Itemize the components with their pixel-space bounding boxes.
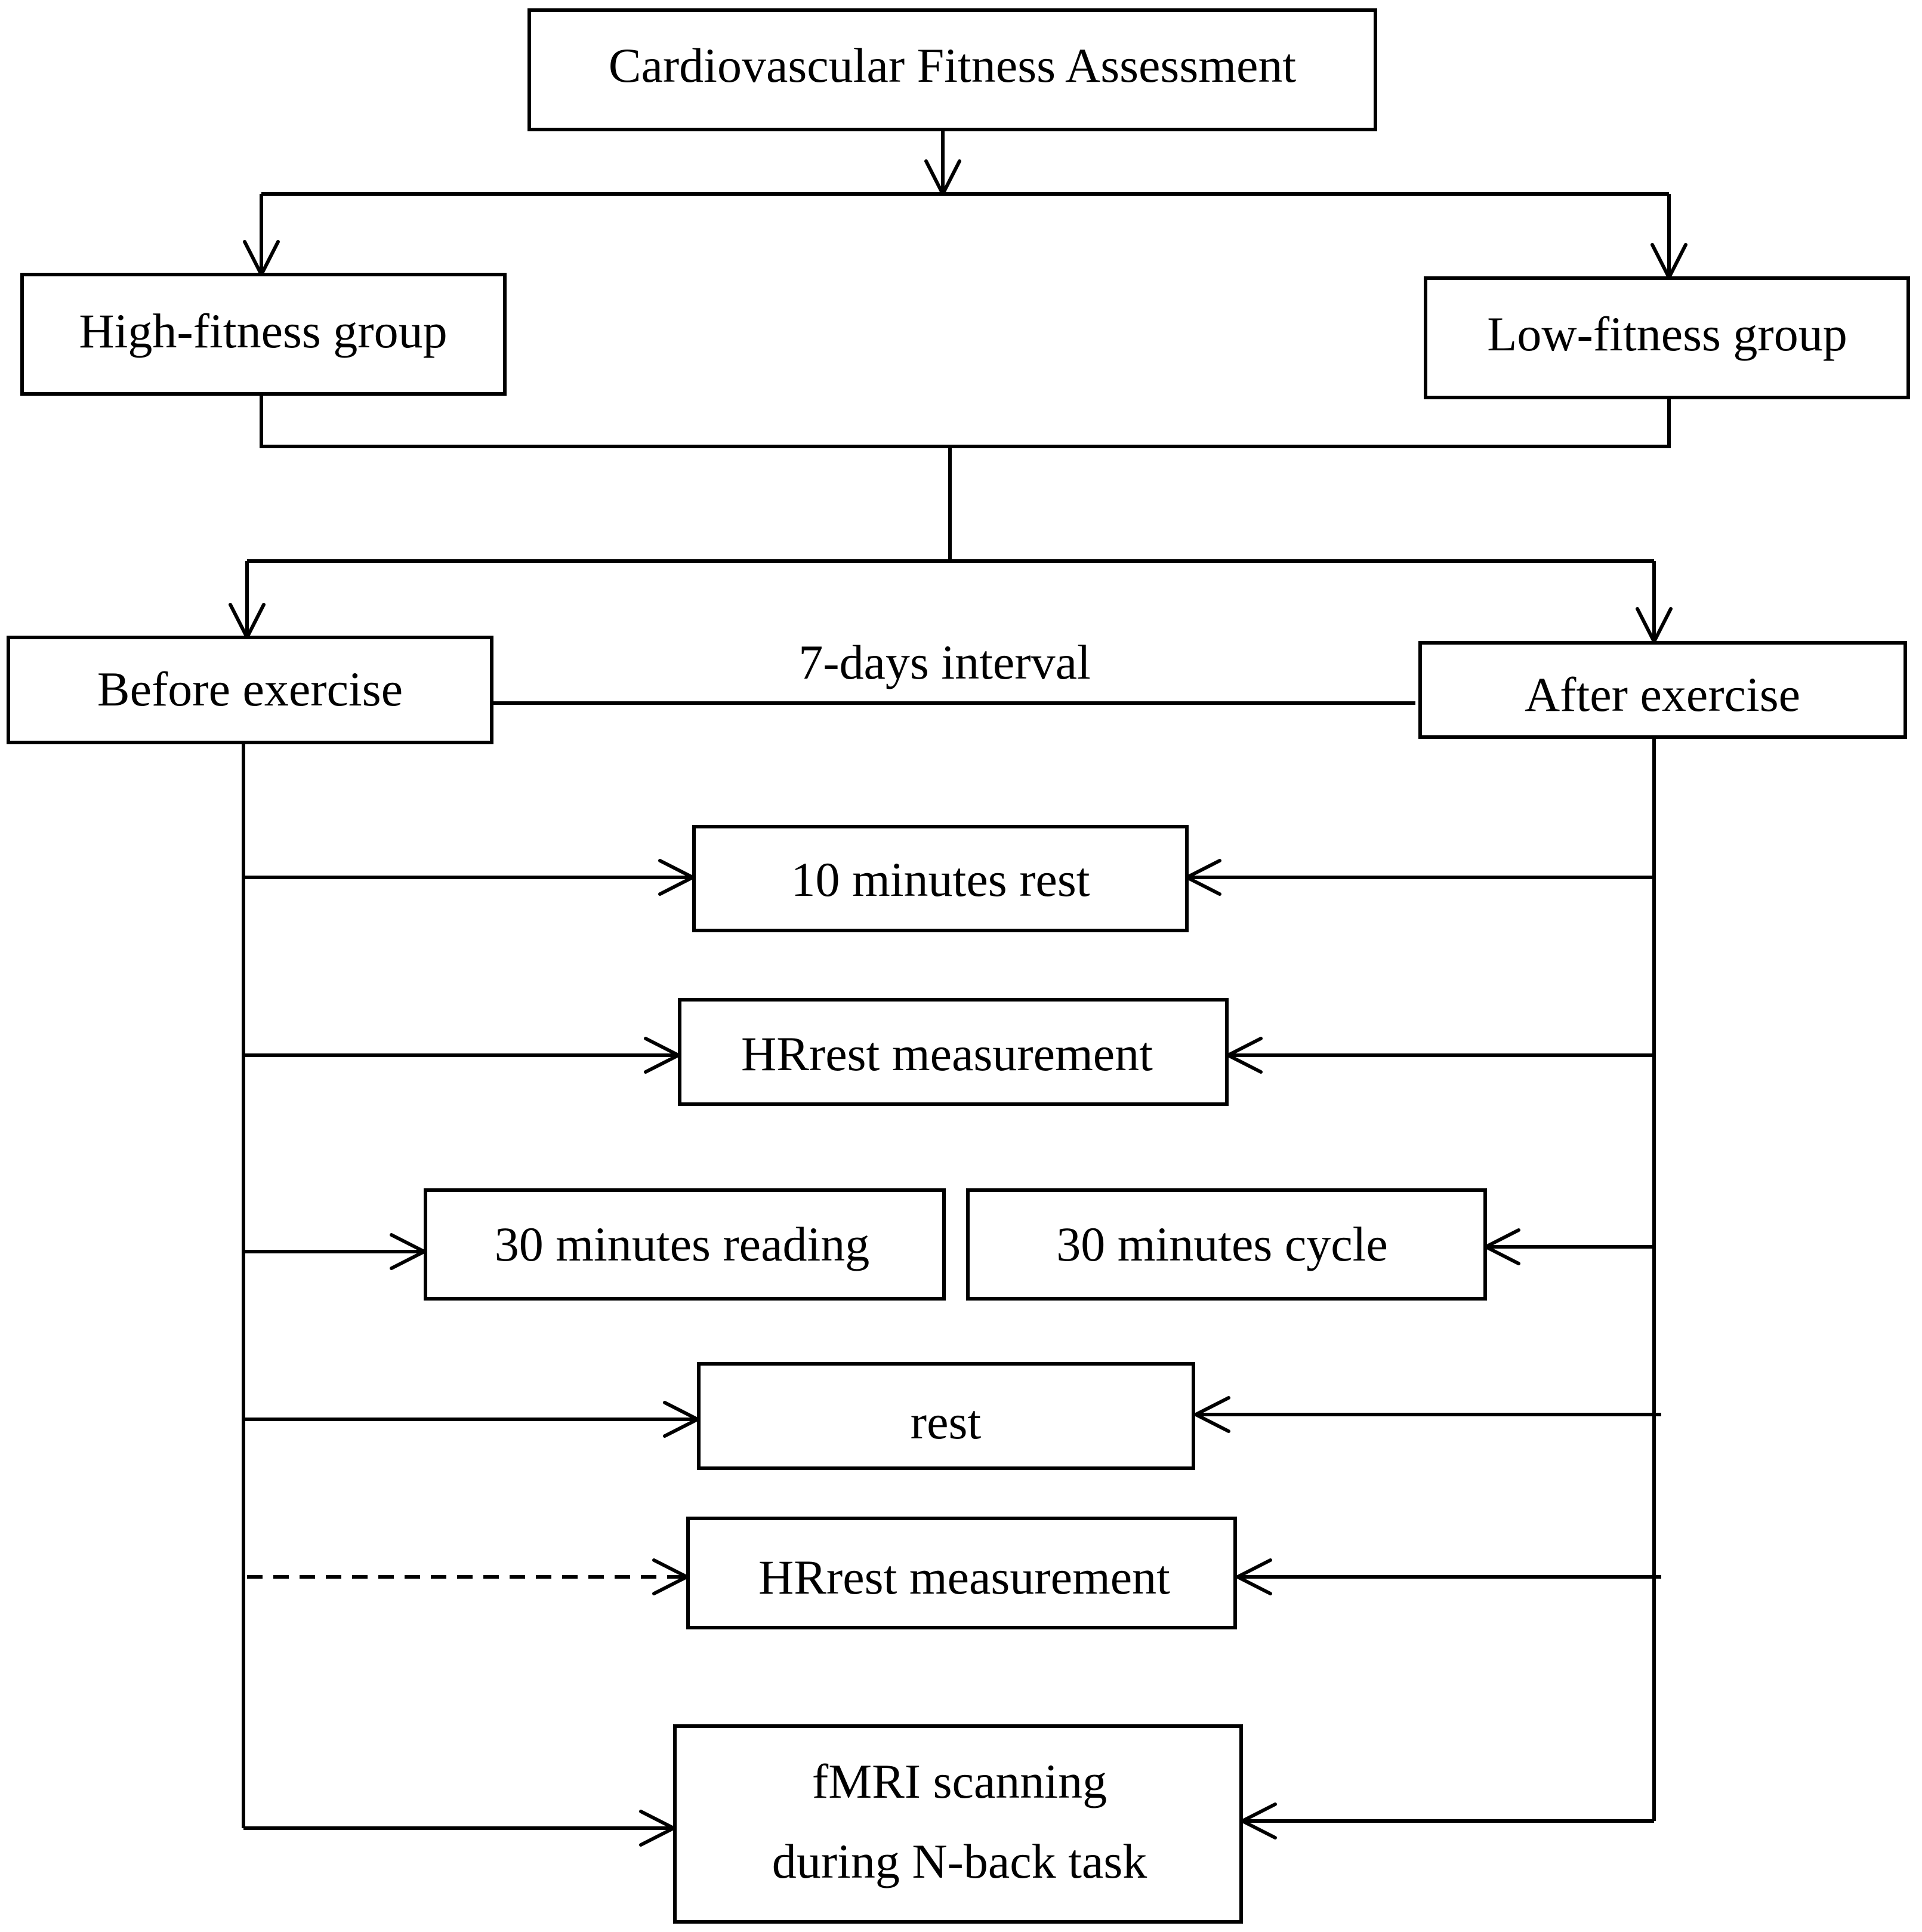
node-hrrest-2: HRrest measurement bbox=[686, 1517, 1237, 1629]
node-30min-cycle-box bbox=[966, 1188, 1487, 1301]
node-before-exercise: Before exercise bbox=[7, 636, 493, 744]
interval-label: 7-days interval bbox=[798, 635, 1091, 689]
node-fmri-label-line2: during N-back task bbox=[772, 1834, 1147, 1888]
node-assessment-label: Cardiovascular Fitness Assessment bbox=[609, 38, 1297, 93]
node-fmri-box bbox=[673, 1724, 1243, 1924]
node-rest-label: rest bbox=[911, 1395, 982, 1449]
node-30min-reading-label: 30 minutes reading bbox=[495, 1217, 870, 1271]
node-30min-cycle: 30 minutes cycle bbox=[966, 1188, 1487, 1301]
node-hrrest-2-label: HRrest measurement bbox=[758, 1550, 1170, 1604]
node-10min-rest: 10 minutes rest bbox=[692, 825, 1189, 932]
connectors bbox=[229, 130, 1687, 1847]
node-assessment-box bbox=[527, 8, 1377, 131]
node-hrrest-1-box bbox=[678, 998, 1229, 1106]
node-after-exercise-label: After exercise bbox=[1525, 667, 1800, 722]
arrowhead-after-rest bbox=[1194, 1396, 1230, 1433]
node-30min-cycle-label: 30 minutes cycle bbox=[1056, 1217, 1388, 1271]
node-10min-rest-box bbox=[692, 825, 1189, 932]
node-high-fitness: High-fitness group bbox=[20, 273, 507, 396]
node-high-fitness-box bbox=[20, 273, 507, 396]
connector-groups-merge bbox=[260, 395, 1671, 448]
node-after-exercise-box bbox=[1418, 641, 1907, 739]
node-hrrest-2-box bbox=[686, 1517, 1237, 1629]
node-high-fitness-label: High-fitness group bbox=[79, 304, 447, 358]
node-assessment: Cardiovascular Fitness Assessment bbox=[527, 8, 1377, 131]
node-after-exercise: After exercise bbox=[1418, 641, 1907, 739]
node-fmri-label-line1: fMRI scanning bbox=[812, 1754, 1107, 1808]
node-low-fitness: Low-fitness group bbox=[1424, 276, 1910, 399]
node-low-fitness-box bbox=[1424, 276, 1910, 399]
node-fmri: fMRI scanning during N-back task bbox=[673, 1724, 1243, 1924]
arrowhead-after-hrrest-2 bbox=[1236, 1558, 1272, 1595]
node-hrrest-1: HRrest measurement bbox=[678, 998, 1229, 1106]
node-rest: rest bbox=[697, 1362, 1195, 1470]
node-10min-rest-label: 10 minutes rest bbox=[791, 852, 1090, 907]
node-30min-reading-box bbox=[424, 1188, 946, 1301]
node-rest-box bbox=[697, 1362, 1195, 1470]
node-hrrest-1-label: HRrest measurement bbox=[741, 1027, 1153, 1081]
node-before-exercise-label: Before exercise bbox=[97, 662, 403, 716]
node-before-exercise-box bbox=[7, 636, 493, 744]
node-low-fitness-label: Low-fitness group bbox=[1487, 307, 1847, 361]
node-30min-reading: 30 minutes reading bbox=[424, 1188, 946, 1301]
